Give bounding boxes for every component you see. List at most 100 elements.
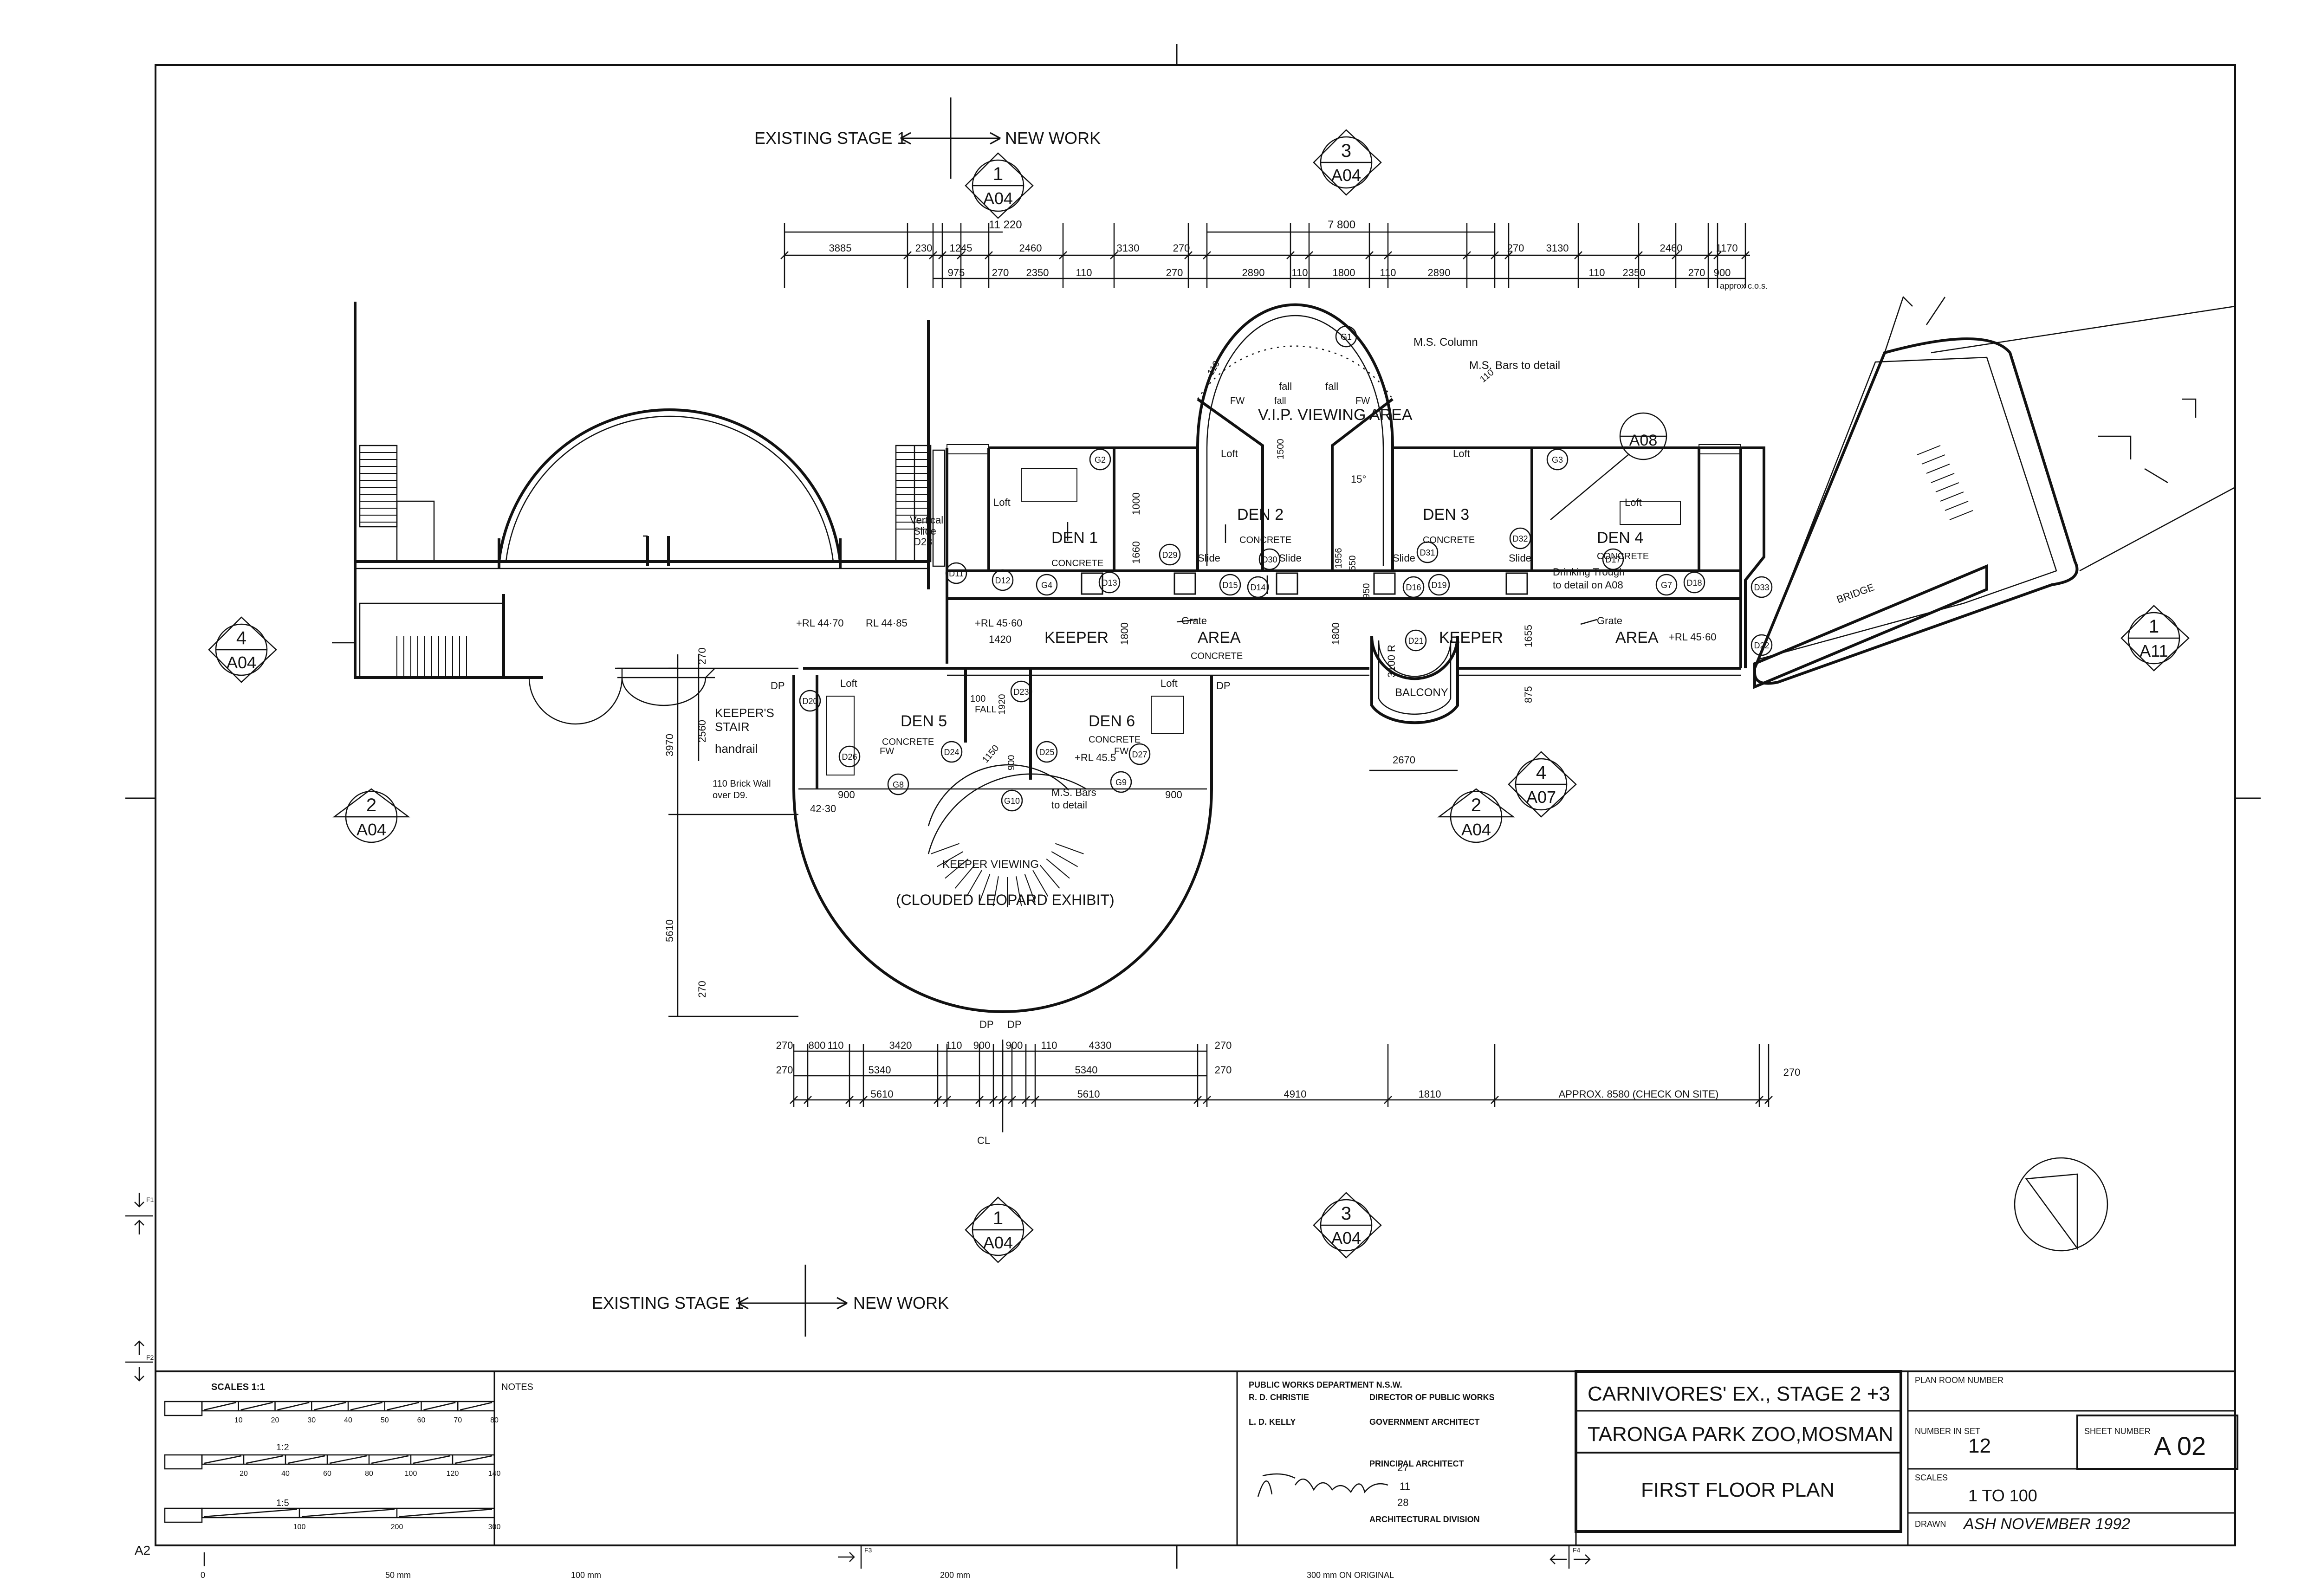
svg-text:Loft: Loft <box>1625 497 1642 508</box>
svg-text:D11: D11 <box>949 569 964 578</box>
svg-text:approx c.o.s.: approx c.o.s. <box>1720 281 1768 291</box>
dimension-label: 110 <box>827 1040 843 1051</box>
ruler-tick-label: 60 <box>323 1470 331 1478</box>
dimension-label: 5340 <box>869 1064 891 1076</box>
svg-text:42·30: 42·30 <box>810 803 836 814</box>
dimension-label: 5610 <box>871 1088 894 1100</box>
svg-text:950: 950 <box>1361 583 1372 599</box>
svg-text:FW: FW <box>1230 396 1245 406</box>
svg-text:Vertical: Vertical <box>910 514 943 526</box>
dimension-label: 270 <box>1166 267 1183 278</box>
marker-number: 4 <box>236 628 246 648</box>
svg-text:G9: G9 <box>1115 778 1127 787</box>
ruler-tick-label: 60 <box>417 1416 426 1424</box>
svg-text:F4: F4 <box>1573 1546 1581 1554</box>
dimension-label: 2350 <box>1026 267 1049 278</box>
svg-text:M.S. Bars: M.S. Bars <box>1051 787 1096 798</box>
svg-text:D19: D19 <box>1431 581 1446 590</box>
svg-text:Loft: Loft <box>993 497 1011 508</box>
svg-text:DEN 6: DEN 6 <box>1089 712 1135 730</box>
svg-text:CONCRETE: CONCRETE <box>1423 535 1475 545</box>
svg-text:Slide: Slide <box>1279 552 1302 564</box>
dimension-label: 4910 <box>1284 1088 1307 1100</box>
door-tag: D11 <box>945 562 967 584</box>
svg-text:DIRECTOR OF PUBLIC WORKS: DIRECTOR OF PUBLIC WORKS <box>1369 1393 1495 1402</box>
svg-text:900: 900 <box>838 789 855 801</box>
svg-text:1:5: 1:5 <box>276 1498 289 1508</box>
door-tag: G2 <box>1089 448 1111 471</box>
svg-text:SCALES 1:1: SCALES 1:1 <box>211 1382 265 1392</box>
svg-text:G2: G2 <box>1095 455 1106 465</box>
door-tag: D23 <box>1010 680 1032 703</box>
svg-text:1660: 1660 <box>1130 541 1142 564</box>
door-tag: G8 <box>887 773 909 795</box>
svg-text:50 mm: 50 mm <box>385 1570 411 1580</box>
svg-text:DEN 3: DEN 3 <box>1423 506 1469 523</box>
svg-text:G8: G8 <box>893 780 904 789</box>
svg-text:300 mm ON ORIGINAL: 300 mm ON ORIGINAL <box>1307 1570 1394 1580</box>
door-tag: D21 <box>1405 629 1427 652</box>
detail-marker-label: A08 <box>1629 432 1658 449</box>
svg-text:D33: D33 <box>1754 583 1769 592</box>
dimension-label: APPROX. 8580 (CHECK ON SITE) <box>1559 1088 1719 1100</box>
left-dimensions: 270 2560 3970 5610 270 <box>664 647 798 1017</box>
door-tag: D30 <box>1258 548 1281 570</box>
svg-text:D15: D15 <box>1222 581 1238 590</box>
svg-text:1956: 1956 <box>1334 548 1344 569</box>
svg-text:PUBLIC WORKS DEPARTMENT N.S.W.: PUBLIC WORKS DEPARTMENT N.S.W. <box>1249 1380 1402 1389</box>
dimension-label: 110 <box>1076 267 1092 278</box>
svg-text:12: 12 <box>1968 1434 1991 1457</box>
dimension-label: 3130 <box>1546 242 1569 254</box>
svg-text:G1: G1 <box>1341 332 1352 342</box>
marker-number: 2 <box>366 795 376 815</box>
svg-text:(CLOUDED LEOPARD EXHIBIT): (CLOUDED LEOPARD EXHIBIT) <box>896 892 1115 908</box>
ruler-tick-label: 20 <box>271 1416 279 1424</box>
svg-text:M.S. Column: M.S. Column <box>1413 336 1478 349</box>
svg-text:11: 11 <box>1400 1480 1410 1492</box>
svg-text:D27: D27 <box>1132 750 1147 759</box>
svg-text:D24: D24 <box>944 748 959 757</box>
svg-text:FW: FW <box>1355 396 1370 406</box>
ruler-tick-label: 10 <box>234 1416 243 1424</box>
svg-text:G7: G7 <box>1661 581 1672 590</box>
svg-text:100 mm: 100 mm <box>571 1570 601 1580</box>
dimension-label: 270 <box>1507 242 1524 254</box>
svg-text:D29: D29 <box>1162 550 1177 560</box>
svg-text:DRAWN: DRAWN <box>1915 1519 1946 1529</box>
svg-text:900: 900 <box>1165 789 1182 801</box>
marker-number: 1 <box>993 1208 1003 1228</box>
ruler-tick-label: 20 <box>240 1470 248 1478</box>
svg-text:270: 270 <box>696 981 708 998</box>
svg-text:EXISTING STAGE 1: EXISTING STAGE 1 <box>754 129 906 148</box>
svg-text:FIRST FLOOR PLAN: FIRST FLOOR PLAN <box>1641 1479 1835 1501</box>
exhibit-block <box>792 667 1213 1013</box>
svg-text:D18: D18 <box>1686 578 1702 588</box>
svg-text:ASH NOVEMBER 1992: ASH NOVEMBER 1992 <box>1963 1515 2130 1533</box>
dimension-label: 900 <box>1714 267 1731 278</box>
svg-text:GOVERNMENT ARCHITECT: GOVERNMENT ARCHITECT <box>1369 1417 1479 1427</box>
svg-text:handrail: handrail <box>715 742 758 756</box>
marker-sheet: A04 <box>1331 166 1361 185</box>
dimension-label: 110 <box>1588 267 1605 278</box>
svg-text:1500: 1500 <box>1276 439 1286 460</box>
room-labels: V.I.P. VIEWING AREA DEN 1 DEN 2 DEN 3 DE… <box>713 336 1717 1146</box>
dimension-label: 270 <box>1215 1040 1232 1051</box>
north-point <box>2014 1157 2108 1252</box>
svg-text:RL 44·85: RL 44·85 <box>866 617 908 629</box>
dimension-label: 2890 <box>1428 267 1451 278</box>
svg-text:2560: 2560 <box>696 720 708 743</box>
marker-number: 2 <box>1471 795 1481 815</box>
dimension-label: 2460 <box>1019 242 1042 254</box>
marker-sheet: A07 <box>1526 788 1556 807</box>
svg-text:CONCRETE: CONCRETE <box>1239 535 1291 545</box>
marker-sheet: A04 <box>1461 820 1491 839</box>
svg-text:D14: D14 <box>1250 583 1265 592</box>
